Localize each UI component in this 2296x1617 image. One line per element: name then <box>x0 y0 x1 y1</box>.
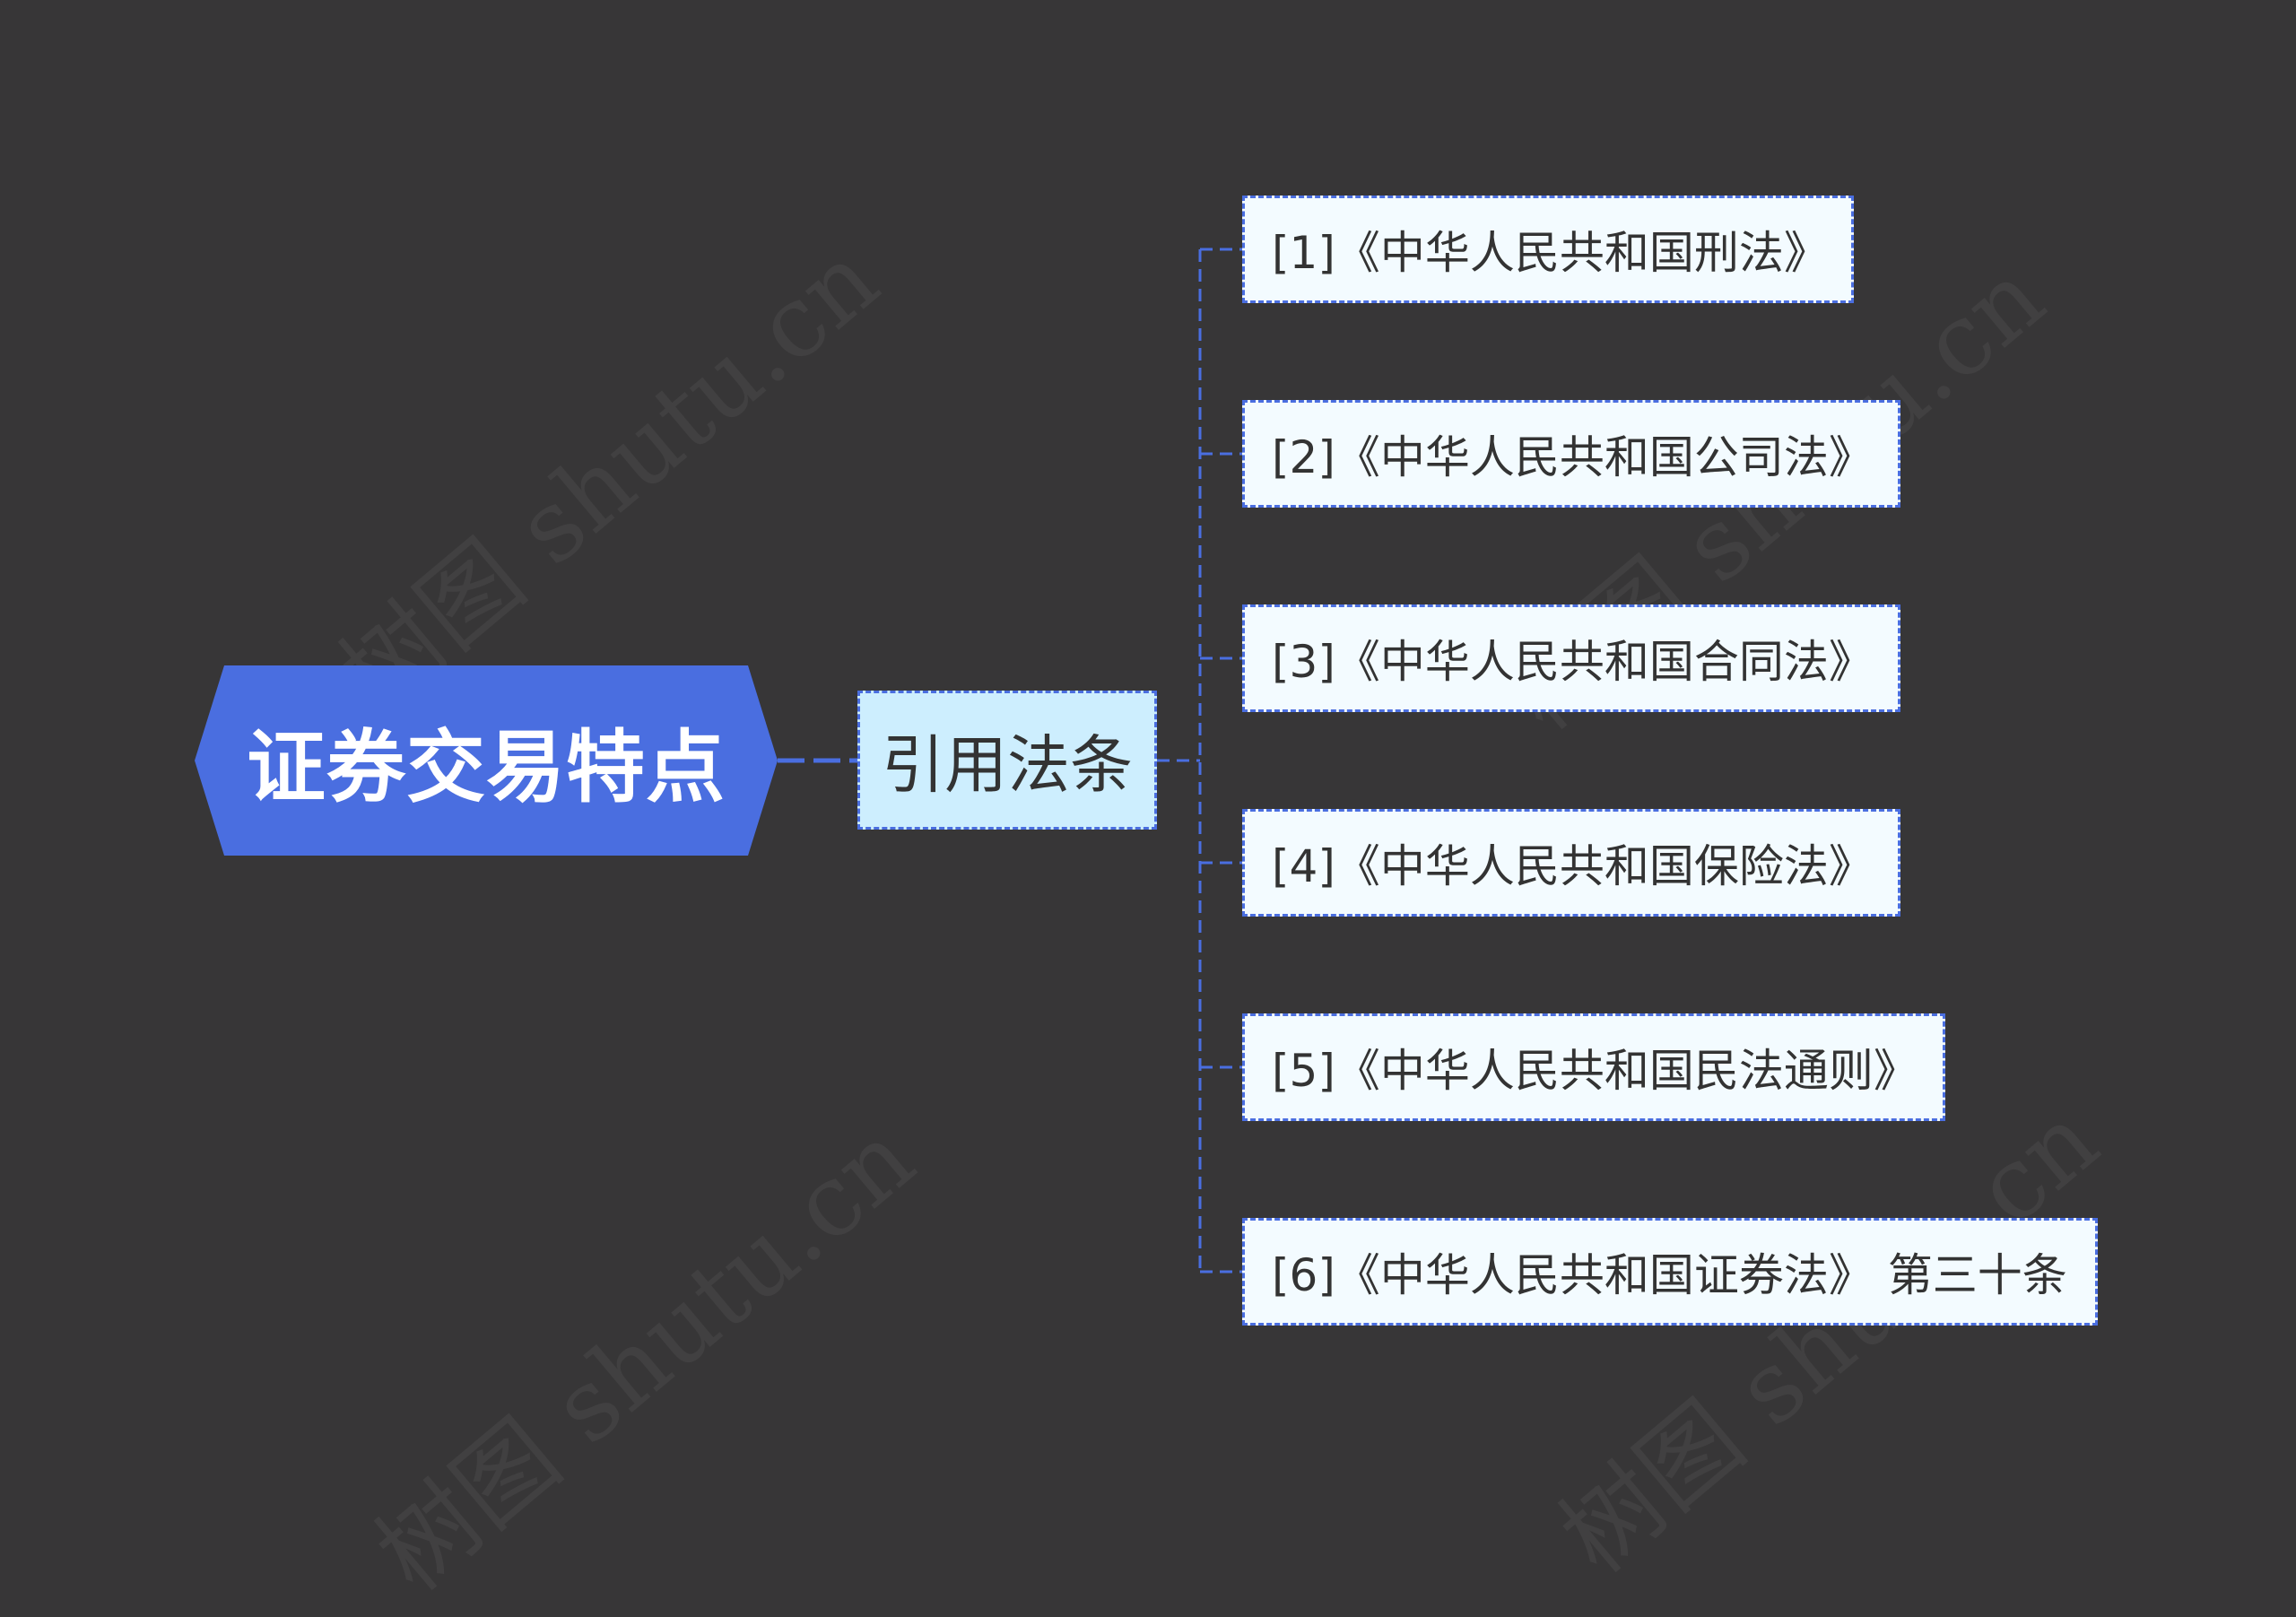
branch-node[interactable]: 引用法条 <box>857 691 1157 830</box>
root-node-label: 证券交易特点 <box>246 720 726 813</box>
leaf-node[interactable]: [5]《中华人民共和国民法通则》 <box>1242 1013 1945 1121</box>
leaf-node-label: [5]《中华人民共和国民法通则》 <box>1272 1045 1918 1097</box>
leaf-node-label: [3]《中华人民共和国合同法》 <box>1272 636 1874 688</box>
leaf-node[interactable]: [2]《中华人民共和国公司法》 <box>1242 400 1900 508</box>
leaf-node-label: [6]《中华人民共和国证券法》 第三十条 <box>1272 1249 2067 1301</box>
root-node[interactable]: 证券交易特点 <box>195 665 778 856</box>
leaf-node-label: [4]《中华人民共和国保险法》 <box>1272 840 1874 892</box>
leaf-node[interactable]: [4]《中华人民共和国保险法》 <box>1242 809 1900 917</box>
leaf-node[interactable]: [3]《中华人民共和国合同法》 <box>1242 604 1900 712</box>
branch-node-label: 引用法条 <box>882 728 1133 802</box>
connector-lines <box>778 248 1242 1274</box>
leaf-node-label: [2]《中华人民共和国公司法》 <box>1272 431 1874 483</box>
leaf-node[interactable]: [6]《中华人民共和国证券法》 第三十条 <box>1242 1218 2098 1326</box>
leaf-node-label: [1]《中华人民共和国刑法》 <box>1272 227 1829 279</box>
mindmap-canvas: 树图 shutu.cn 树图 shutu.cn 树图 shutu.cn 树图 s… <box>0 196 2118 1613</box>
leaf-node[interactable]: [1]《中华人民共和国刑法》 <box>1242 196 1854 303</box>
